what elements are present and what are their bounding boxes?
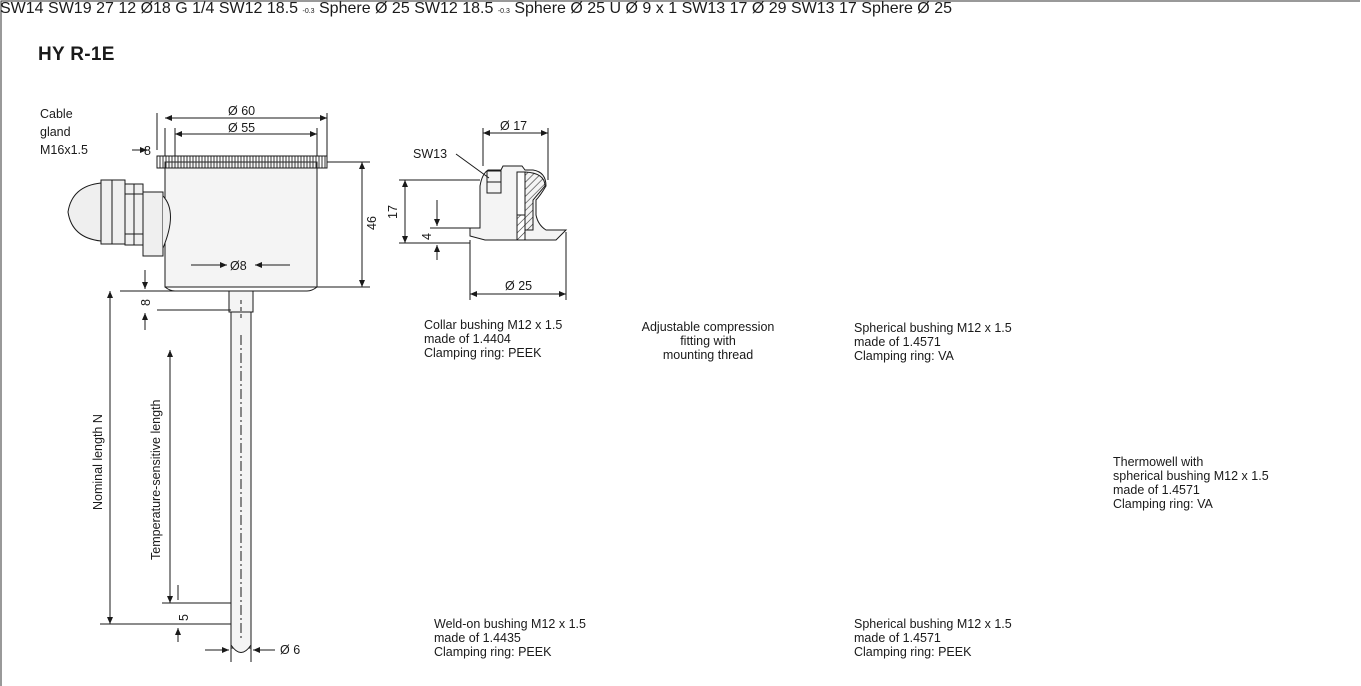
tw-sphere: Sphere Ø 25 (514, 0, 606, 17)
dim-nominal-length: Nominal length N (91, 414, 105, 510)
sphva-tol: -0.3 (302, 8, 315, 15)
dim-d55: Ø 55 (228, 121, 255, 135)
spherical-peek-caption: Spherical bushing M12 x 1.5 made of 1.45… (854, 617, 1012, 659)
dim-d8: Ø8 (230, 259, 247, 273)
dim-tip5: 5 (177, 614, 191, 621)
caption-line: Collar bushing M12 x 1.5 (424, 318, 563, 332)
dim-d60: Ø 60 (228, 104, 255, 118)
sphva-sphere: Sphere Ø 25 (319, 0, 410, 17)
cable-gland-label-3: M16x1.5 (40, 143, 88, 157)
main-labels: Cable gland M16x1.5 Ø 60 Ø 55 8 46 Ø8 8 … (40, 104, 379, 657)
tw-tube: Ø 9 x 1 (625, 0, 678, 17)
cable-gland-label-1: Cable (40, 107, 73, 121)
caption-line: spherical bushing M12 x 1.5 (1113, 469, 1269, 483)
tw-height: 18.5 (462, 0, 494, 17)
housing-lid-knurl (156, 155, 328, 169)
collar-bushing-caption: Collar bushing M12 x 1.5 made of 1.4404 … (424, 318, 562, 360)
collar-h17: 17 (386, 205, 400, 219)
spherical-va-caption: Spherical bushing M12 x 1.5 made of 1.45… (854, 321, 1012, 363)
fitting-thread: G 1/4 (175, 0, 215, 17)
caption-line: made of 1.4404 (424, 332, 511, 346)
sphva-sw12: SW12 (218, 0, 263, 17)
fitting-h27: 27 (96, 0, 114, 17)
drawing-title: HY R-1E (38, 44, 115, 65)
collar-sw13: SW13 (413, 147, 447, 161)
sphpeek-h17: 17 (839, 0, 857, 17)
collar-d17: Ø 17 (500, 119, 527, 133)
caption-line: fitting with (680, 334, 736, 348)
weld-h17: 17 (729, 0, 748, 17)
dim-h8-top: 8 (144, 144, 151, 158)
collar-bushing-labels: SW13 Ø 17 17 4 Ø 25 (386, 119, 532, 293)
caption-line: Clamping ring: PEEK (424, 346, 542, 360)
housing-body (164, 161, 318, 288)
caption-line: made of 1.4571 (854, 335, 941, 349)
dim-gap8: 8 (139, 299, 153, 306)
caption-line: mounting thread (662, 348, 754, 362)
cable-gland (67, 179, 171, 257)
caption-line: Clamping ring: PEEK (434, 645, 552, 659)
caption-line: Clamping ring: VA (1113, 497, 1213, 511)
fitting-h12: 12 (118, 0, 137, 17)
caption-line: made of 1.4435 (434, 631, 521, 645)
dim-d6: Ø 6 (280, 643, 300, 657)
weld-d29: Ø 29 (751, 0, 787, 17)
cable-gland-label-2: gland (40, 125, 71, 139)
caption-line: Weld-on bushing M12 x 1.5 (434, 617, 586, 631)
caption-line: Adjustable compression (641, 320, 775, 334)
thermowell-labels: SW12 18.5 -0.3 Sphere Ø 25 U Ø 9 x 1 (414, 0, 681, 17)
spherical-va-labels: SW12 18.5 -0.3 Sphere Ø 25 (219, 0, 414, 17)
spherical-peek-labels: SW13 17 Sphere Ø 25 (791, 0, 952, 17)
fitting-sw14: SW14 (0, 0, 44, 17)
thermowell-caption: Thermowell with spherical bushing M12 x … (1113, 455, 1269, 511)
caption-line: Clamping ring: VA (854, 349, 954, 363)
compression-fitting-labels: SW14 SW19 27 12 Ø18 G 1/4 (0, 0, 219, 17)
collar-h4: 4 (420, 233, 434, 240)
fitting-d18: Ø18 (140, 0, 171, 17)
caption-line: Spherical bushing M12 x 1.5 (854, 321, 1012, 335)
fitting-sw19: SW19 (48, 0, 92, 17)
sphpeek-sphere: Sphere Ø 25 (861, 0, 952, 17)
weld-sw13: SW13 (681, 0, 726, 17)
compression-fitting-caption: Adjustable compression fitting with moun… (622, 320, 794, 362)
caption-line: Thermowell with (1113, 455, 1204, 469)
dim-h46: 46 (365, 216, 379, 230)
tw-u: U (609, 0, 622, 17)
tw-sw12: SW12 (414, 0, 458, 17)
weld-on-caption: Weld-on bushing M12 x 1.5 made of 1.4435… (434, 617, 586, 659)
dim-temp-length: Temperature-sensitive length (149, 399, 163, 560)
caption-line: Spherical bushing M12 x 1.5 (854, 617, 1012, 631)
sphpeek-sw13: SW13 (790, 0, 835, 17)
caption-line: Clamping ring: PEEK (854, 645, 972, 659)
weld-on-labels: SW13 17 Ø 29 (682, 0, 791, 17)
sphva-height: 18.5 (266, 0, 299, 17)
collar-d25: Ø 25 (505, 279, 532, 293)
tw-tol: -0.3 (497, 8, 510, 15)
caption-line: made of 1.4571 (1113, 483, 1200, 497)
main-sensor-drawing (67, 113, 370, 662)
caption-line: made of 1.4571 (854, 631, 941, 645)
collar-bushing-drawing (399, 128, 568, 300)
